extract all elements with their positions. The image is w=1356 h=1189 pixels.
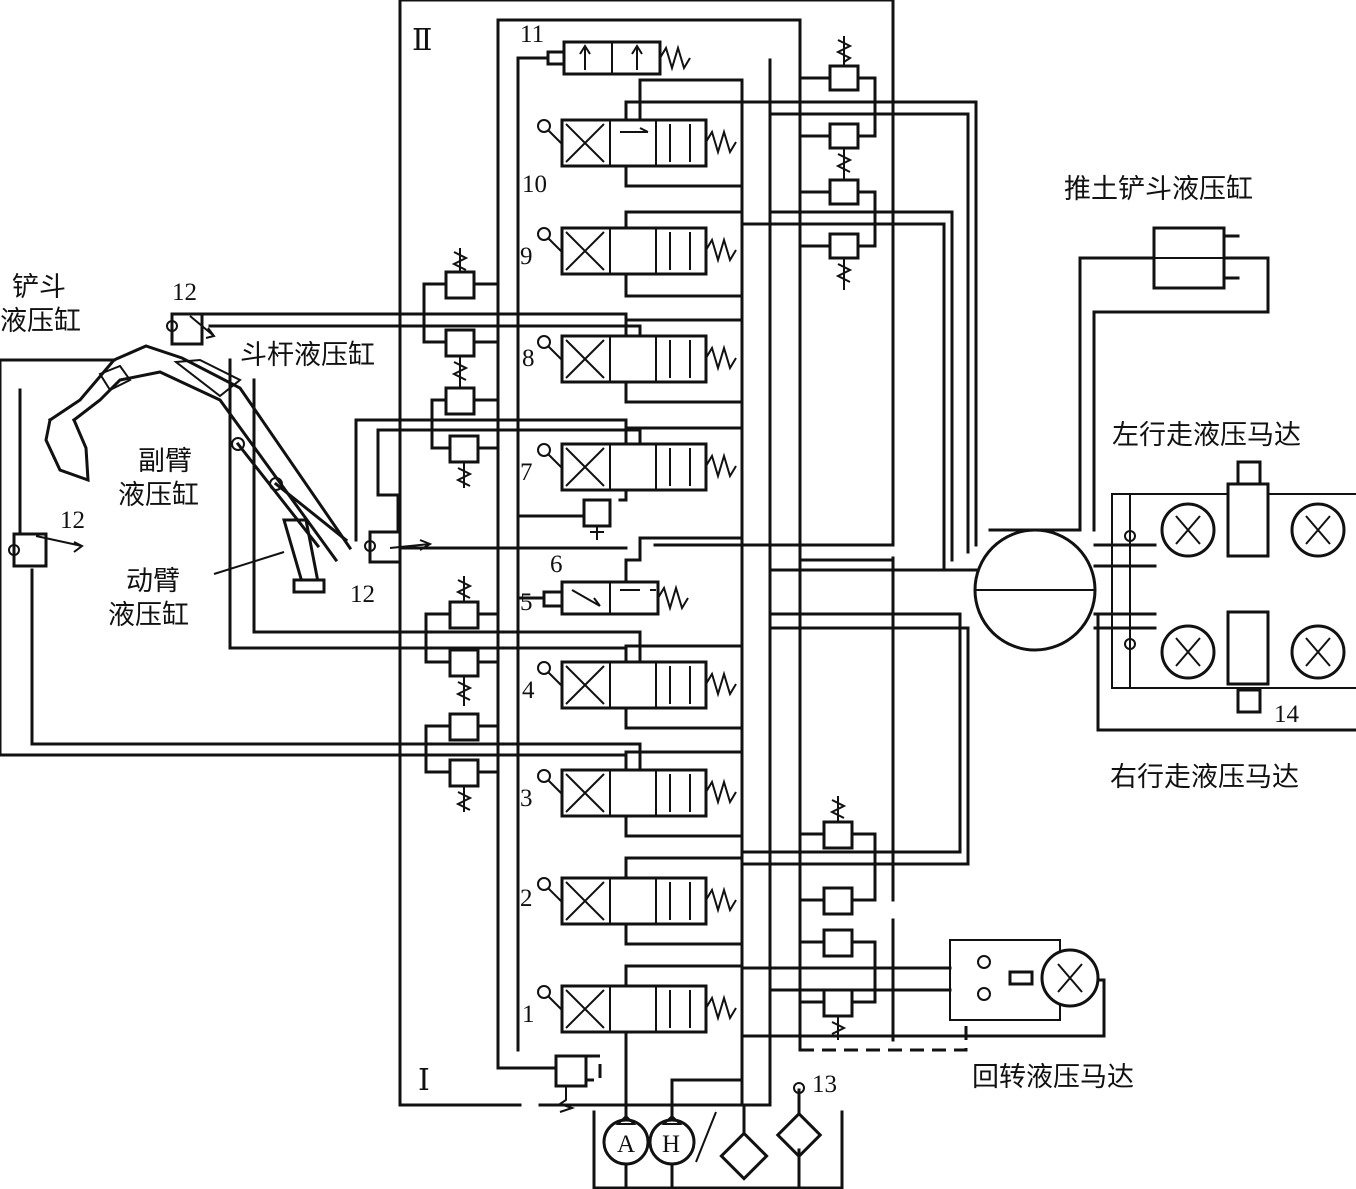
valve-4	[537, 644, 744, 730]
circuit-mark-I: Ⅰ	[418, 1064, 430, 1097]
throttle-check-valves	[8, 312, 433, 568]
bucket-cylinder-label-2: 液压缸	[0, 306, 81, 336]
valve-number-10: 10	[522, 171, 547, 198]
boom-cylinder-label-1: 动臂	[126, 566, 180, 596]
valve-number-3: 3	[520, 785, 533, 812]
valve-10	[537, 78, 744, 188]
valve-1	[537, 964, 744, 1124]
valve-3	[537, 750, 744, 838]
relief-valves-left-upper	[422, 248, 500, 488]
throttle-check-number-top: 12	[172, 279, 197, 306]
excavator-arm	[44, 344, 353, 594]
valve-number-4: 4	[522, 677, 535, 704]
valve-number-8: 8	[522, 345, 535, 372]
valve-7	[516, 426, 744, 540]
pump-h-letter: H	[662, 1131, 680, 1158]
left-cylinder-lines	[0, 312, 642, 772]
dozer-cylinder	[988, 226, 1270, 532]
valve-number-1: 1	[522, 1001, 535, 1028]
filter-number: 13	[812, 1071, 837, 1098]
valve-11	[516, 40, 691, 76]
aux-boom-cylinder-label-1: 副臂	[138, 446, 192, 476]
valve-bank-lower	[537, 644, 744, 1124]
circuit-mark-II: Ⅱ	[412, 24, 432, 57]
valve-8	[537, 318, 744, 404]
throttle-check-number-left: 12	[60, 507, 85, 534]
relief-valves-right-top	[798, 36, 877, 290]
pumps-tank	[592, 1078, 844, 1189]
valve-9	[537, 210, 744, 298]
aux-boom-cylinder-label-2: 液压缸	[118, 480, 199, 510]
dozer-cylinder-label: 推土铲斗液压缸	[1064, 174, 1253, 204]
valve-number-7: 7	[520, 459, 533, 486]
swing-motor	[740, 939, 1106, 1052]
stick-cylinder-label: 斗杆液压缸	[240, 340, 375, 370]
throttle-check-number-mid: 12	[350, 581, 375, 608]
valve-number-2: 2	[520, 885, 533, 912]
boom-cylinder-label-2: 液压缸	[108, 600, 189, 630]
right-travel-motor-label: 右行走液压马达	[1110, 762, 1299, 792]
relief-valves-left-lower	[424, 576, 500, 812]
valve-number-11: 11	[520, 21, 544, 48]
travel-motors	[1096, 460, 1356, 732]
swing-motor-label: 回转液压马达	[972, 1062, 1134, 1092]
valve-5-6	[516, 536, 744, 616]
valve-number-9: 9	[520, 243, 533, 270]
pump-a-letter: A	[617, 1131, 635, 1158]
valve-number-5: 5	[520, 589, 533, 616]
valve-bank-upper	[516, 78, 744, 540]
main-relief-valve	[554, 1054, 602, 1113]
swivel-joint	[740, 100, 1157, 866]
diagram-labels: 铲斗 液压缸 斗杆液压缸 副臂 液压缸 动臂 液压缸 推土铲斗液压缸 左行走液压…	[0, 21, 1301, 1158]
bucket-cylinder-label-1: 铲斗	[12, 272, 66, 302]
left-travel-motor-label: 左行走液压马达	[1112, 420, 1301, 450]
valve-number-6: 6	[550, 551, 563, 578]
travel-valve-number: 14	[1274, 701, 1300, 728]
relief-valves-right-bottom	[798, 796, 877, 1040]
valve-2	[537, 856, 744, 946]
